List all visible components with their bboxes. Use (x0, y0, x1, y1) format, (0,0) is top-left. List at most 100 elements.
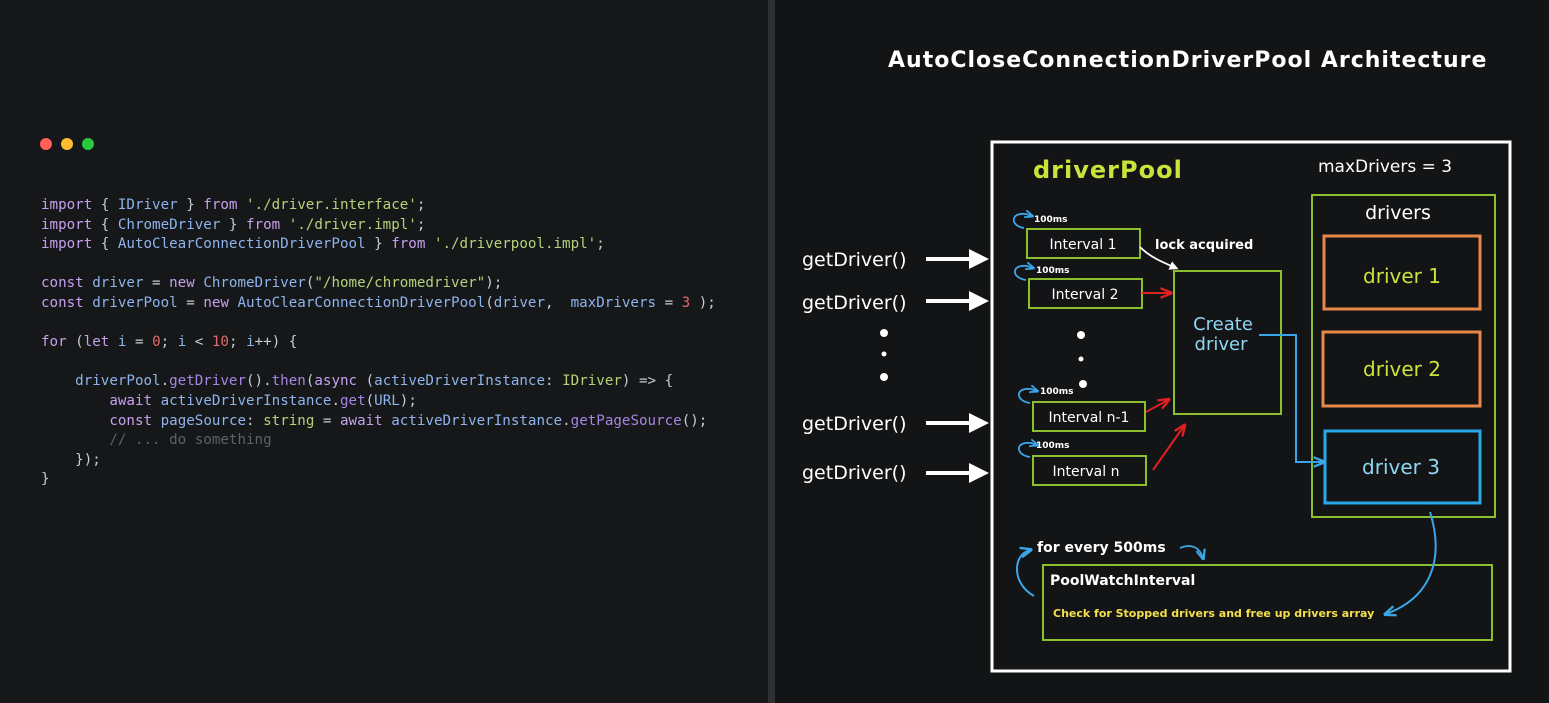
interval-label: Interval 1 (1050, 237, 1117, 253)
code-token: activeDriverInstance (160, 392, 332, 409)
code-token: ); (690, 294, 716, 311)
code-token: import (41, 216, 93, 233)
lock-arrow (1139, 246, 1179, 270)
code-line: import { ChromeDriver } from './driver.i… (41, 216, 716, 236)
code-token: let (83, 334, 110, 351)
code-token: : (246, 412, 264, 429)
code-token: ( (485, 294, 494, 311)
window-minimize-button[interactable] (61, 138, 73, 150)
code-token: ( (357, 373, 375, 390)
code-line: import { IDriver } from './driver.interf… (41, 196, 716, 216)
code-token: './driver.impl' (288, 216, 417, 233)
code-line: await activeDriverInstance.get(URL); (41, 392, 716, 412)
code-token: ; (228, 334, 247, 351)
code-token: = (126, 334, 153, 351)
code-line: const pageSource: string = await activeD… (41, 412, 716, 432)
cleanup-arrow (1386, 511, 1437, 614)
code-token: ++) { (254, 334, 298, 351)
code-token: (); (681, 412, 708, 429)
code-token: driver (493, 294, 545, 311)
create-driver-box (1173, 270, 1282, 415)
code-token: string (263, 412, 315, 429)
code-token: i (246, 334, 255, 351)
code-token: = (314, 412, 340, 429)
code-token: ) => { (621, 373, 674, 390)
code-token: async (314, 373, 358, 390)
code-token: for (41, 334, 67, 351)
code-token: import (41, 197, 93, 213)
code-token: i (117, 334, 127, 351)
code-token: ( (305, 275, 315, 292)
code-token: './driver.interface' (246, 197, 417, 213)
code-token: IDriver (562, 373, 622, 390)
code-token: getPageSource (570, 412, 682, 429)
code-token: ( (365, 392, 375, 409)
create-driver-label: Create (1193, 314, 1253, 335)
watch-loop-icon (1016, 550, 1035, 597)
diagram-panel (775, 0, 1549, 703)
loop-icon (1017, 389, 1037, 404)
interval-box (1032, 455, 1147, 486)
code-block: import { IDriver } from './driver.interf… (41, 196, 716, 490)
code-token: (). (246, 373, 272, 390)
ellipsis-dot (1077, 331, 1085, 339)
driver-slot-label: driver 3 (1362, 455, 1440, 479)
pane-divider[interactable] (768, 0, 775, 703)
code-token: } (177, 197, 204, 213)
max-drivers-label: maxDrivers = 3 (1318, 157, 1452, 177)
pool-watch-description: Check for Stopped drivers and free up dr… (1053, 607, 1374, 620)
ellipsis-dot (881, 351, 887, 357)
code-line: const driverPool = new AutoClearConnecti… (41, 294, 716, 314)
get-driver-call: getDriver() (802, 249, 907, 271)
code-line: import { AutoClearConnectionDriverPool }… (41, 235, 716, 255)
code-token: : (545, 373, 563, 390)
code-token: driverPool (75, 373, 161, 390)
interval-label: Interval n (1053, 464, 1120, 480)
code-token: import (41, 236, 93, 253)
request-arrow (1152, 426, 1184, 471)
code-token: getDriver (169, 373, 247, 390)
code-token: ( (66, 334, 84, 351)
code-token: from (203, 197, 238, 213)
watch-period-arrow (1179, 545, 1203, 558)
create-driver-label: driver (1195, 334, 1249, 355)
create-arrow (1259, 334, 1323, 462)
code-token: ); (399, 392, 417, 409)
code-line: const driver = new ChromeDriver("/home/c… (41, 274, 716, 294)
drivers-label: drivers (1365, 202, 1431, 224)
interval-group: Interval 1 100ms Interval 2 100ms Interv… (1012, 214, 1147, 486)
get-driver-call: getDriver() (802, 292, 907, 314)
code-token: then (271, 373, 306, 390)
code-token: new (169, 275, 195, 292)
window-maximize-button[interactable] (82, 138, 94, 150)
code-token: activeDriverInstance (391, 412, 563, 429)
diagram-title: AutoCloseConnectionDriverPool Architectu… (888, 48, 1488, 73)
code-token: . (160, 373, 170, 390)
code-line: // ... do something (41, 431, 716, 451)
driver-slot-label: driver 1 (1363, 264, 1441, 288)
code-token: AutoClearConnectionDriverPool (237, 294, 486, 311)
interval-box (1032, 401, 1146, 432)
driver-slot (1322, 234, 1482, 311)
code-token: ChromeDriver (203, 275, 306, 292)
code-panel: import { IDriver } from './driver.interf… (0, 0, 768, 703)
code-token: get (340, 392, 366, 409)
code-line: } (41, 470, 716, 490)
code-token: 10 (211, 334, 229, 351)
loop-icon (1017, 443, 1037, 458)
code-token: . (562, 412, 571, 429)
code-token: { (92, 216, 118, 233)
window-close-button[interactable] (40, 138, 52, 150)
code-token: 0 (152, 334, 161, 351)
code-token: ; (160, 334, 178, 351)
code-token: from (246, 216, 281, 233)
code-token: "/home/chromedriver" (314, 275, 486, 292)
code-token: < (186, 334, 212, 351)
code-token: URL (374, 392, 400, 409)
code-token: = (143, 275, 170, 292)
get-driver-calls: getDriver() getDriver() getDriver() getD… (802, 249, 989, 484)
code-token: pageSource (160, 412, 247, 429)
request-arrow (1145, 400, 1168, 413)
ellipsis-dot (1079, 380, 1087, 388)
